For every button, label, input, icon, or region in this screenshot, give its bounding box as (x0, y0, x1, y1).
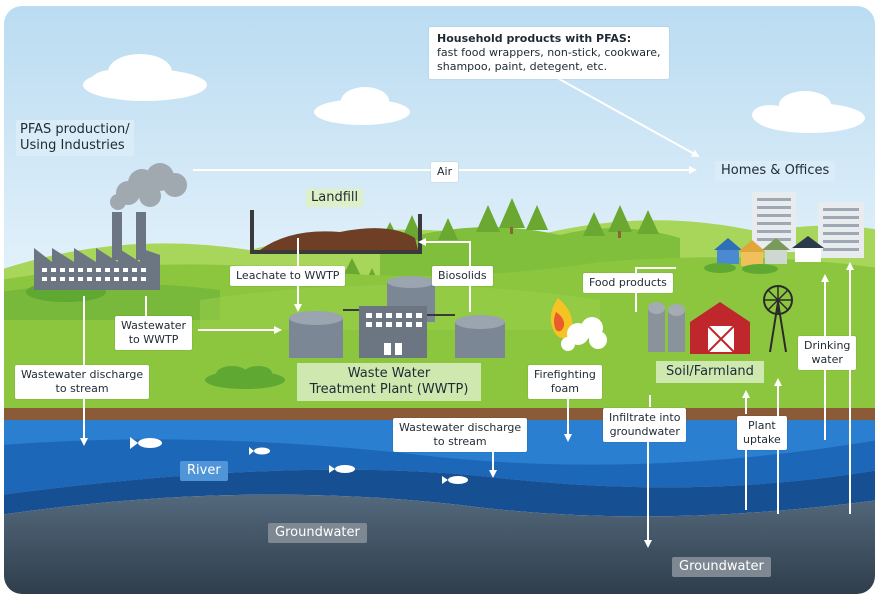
fire-icon (550, 298, 573, 339)
homes-offices (704, 192, 864, 274)
homes-offices-label: Homes & Offices (715, 161, 836, 181)
wwtp-plant (289, 276, 505, 358)
food-products-label: Food products (583, 273, 673, 293)
groundwater-left-label: Groundwater (268, 523, 367, 543)
household-products-title: Household products with PFAS: (437, 32, 632, 45)
plant-uptake-label: Plant uptake (737, 416, 787, 450)
industry-label: PFAS production/ Using Industries (16, 120, 134, 156)
windmill-icon (763, 285, 793, 353)
drinking-water-label: Drinking water (798, 336, 857, 370)
groundwater-right-label: Groundwater (672, 557, 771, 577)
farm-buildings (648, 302, 750, 354)
household-products-line1: fast food wrappers, non-stick, cookware, (437, 46, 661, 59)
wwtp-label: Waste Water Treatment Plant (WWTP) (297, 363, 481, 401)
firefighting-foam-label: Firefighting foam (528, 365, 602, 399)
clouds (83, 54, 865, 133)
factory (34, 163, 187, 290)
household-products-box: Household products with PFAS: fast food … (429, 27, 669, 79)
foam-cloud (561, 317, 607, 351)
infiltrate-label: Infiltrate into groundwater (603, 408, 687, 442)
landfill (250, 210, 422, 254)
soil-farmland-label: Soil/Farmland (656, 361, 764, 383)
river-label: River (180, 461, 228, 481)
wastewater-to-wwtp-label: Wastewater to WWTP (115, 316, 193, 350)
wastewater-discharge-center-label: Wastewater discharge to stream (393, 418, 528, 452)
air-label: Air (431, 162, 459, 182)
leachate-label: Leachate to WWTP (230, 266, 346, 286)
household-products-line2: shampoo, paint, detegent, etc. (437, 60, 608, 73)
biosolids-label: Biosolids (432, 266, 493, 286)
wastewater-discharge-left-label: Wastewater discharge to stream (15, 365, 150, 399)
groundwater-layer (4, 494, 875, 594)
landfill-label: Landfill (306, 189, 364, 207)
fish (130, 437, 468, 484)
